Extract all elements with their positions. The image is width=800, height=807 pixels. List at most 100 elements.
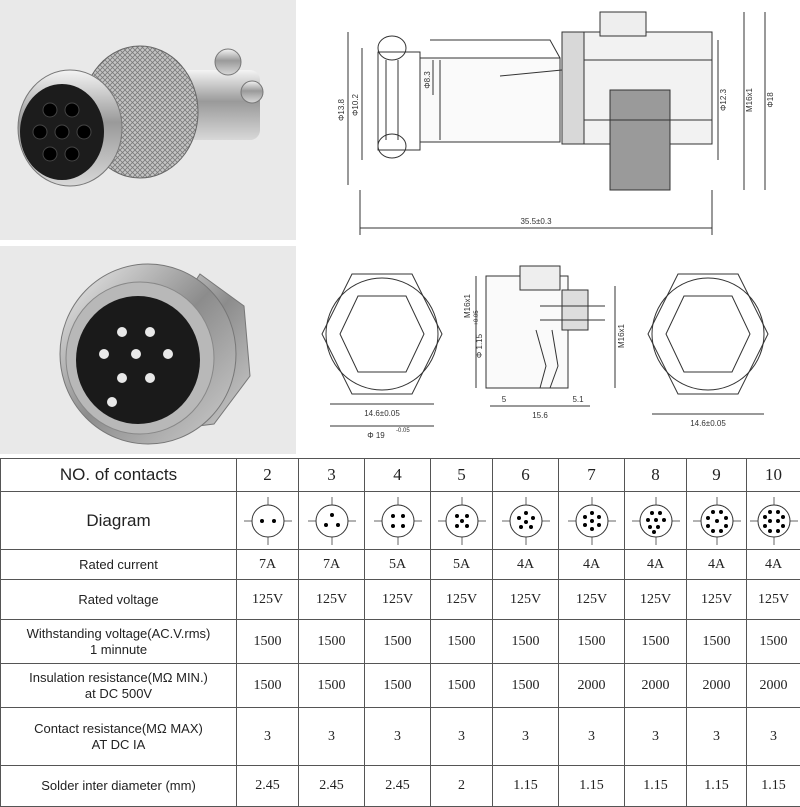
cell: 1500 [431, 620, 493, 664]
socket-drawings-svg: 14.6±0.05 Φ 19 -0.05 M16x1 Φ 1.15 +0.05 … [300, 246, 800, 454]
insulation-resistance-row: Insulation resistance(MΩ MIN.)at DC 500V… [1, 664, 800, 708]
cell: 4A [493, 550, 559, 580]
diagram-8-pin [625, 492, 687, 550]
pin-layout-2 [242, 495, 294, 547]
cell: 3 [559, 708, 625, 766]
row-label: Solder inter diameter (mm) [1, 766, 237, 807]
cell: 3 [493, 708, 559, 766]
hex-left-dim: 14.6±0.05 [364, 409, 400, 418]
cell: 125V [365, 580, 431, 620]
cell: 1500 [431, 664, 493, 708]
dia-1-15-dim: Φ 1.15 [475, 333, 484, 358]
cell: 1500 [625, 620, 687, 664]
cell: 1.15 [559, 766, 625, 807]
diagram-2-pin [237, 492, 299, 550]
cell: 1500 [559, 620, 625, 664]
male-socket-illustration [0, 246, 296, 454]
cell: 5A [365, 550, 431, 580]
cell: 125V [687, 580, 747, 620]
dia-left-tol: -0.05 [396, 428, 410, 434]
cell: 125V [559, 580, 625, 620]
contacts-9: 9 [687, 459, 747, 492]
row-label-line: Rated voltage [3, 592, 234, 608]
cell: 125V [747, 580, 800, 620]
contacts-8: 8 [625, 459, 687, 492]
cell: 125V [237, 580, 299, 620]
diagram-4-pin [365, 492, 431, 550]
spec-table: NO. of contacts 2 3 4 5 6 7 8 9 10 Diagr… [0, 458, 800, 807]
cell: 2000 [687, 664, 747, 708]
cell: 7A [299, 550, 365, 580]
cell: 1500 [237, 664, 299, 708]
diagram-7-pin [559, 492, 625, 550]
pin-layout-10 [750, 495, 798, 547]
diagram-row: Diagram [1, 492, 800, 550]
pin-layout-6 [500, 495, 552, 547]
contacts-6: 6 [493, 459, 559, 492]
row-label-line: Rated current [3, 557, 234, 573]
row-label: Insulation resistance(MΩ MIN.)at DC 500V [1, 664, 237, 708]
row-label-line: Insulation resistance(MΩ MIN.) [3, 670, 234, 686]
cell: 1500 [299, 620, 365, 664]
socket-drawings: 14.6±0.05 Φ 19 -0.05 M16x1 Φ 1.15 +0.05 … [300, 246, 800, 454]
cell: 125V [431, 580, 493, 620]
contacts-header: NO. of contacts [1, 459, 237, 492]
male-socket-photo [0, 246, 296, 454]
contacts-row: NO. of contacts 2 3 4 5 6 7 8 9 10 [1, 459, 800, 492]
dim-m16: M16x1 [745, 87, 754, 112]
hex-right-dim: 14.6±0.05 [690, 419, 726, 428]
row-label-line: Withstanding voltage(AC.V.rms) [3, 626, 234, 642]
cell: 3 [687, 708, 747, 766]
pin-insert [76, 296, 200, 424]
female-plug-illustration [0, 0, 296, 240]
contacts-7: 7 [559, 459, 625, 492]
cell: 2000 [559, 664, 625, 708]
cell: 4A [625, 550, 687, 580]
female-plug-photo [0, 0, 296, 240]
row-label: Rated current [1, 550, 237, 580]
contacts-10: 10 [747, 459, 800, 492]
dim-13-8: Φ13.8 [337, 98, 346, 121]
cell: 1.15 [687, 766, 747, 807]
cell: 1500 [299, 664, 365, 708]
pin-layout-5 [436, 495, 488, 547]
diagram-10-pin [747, 492, 800, 550]
contacts-3: 3 [299, 459, 365, 492]
cell: 3 [299, 708, 365, 766]
pin-layout-9 [691, 495, 743, 547]
cell: 125V [493, 580, 559, 620]
dim-15-6: 15.6 [532, 411, 548, 420]
rated-current-row: Rated current 7A 7A 5A 5A 4A 4A 4A 4A 4A [1, 550, 800, 580]
row-label-line: AT DC IA [3, 737, 234, 753]
plug-side-svg: Φ13.8 Φ10.2 Φ8.3 Φ12.3 M16x1 Φ18 35.5±0.… [300, 0, 800, 240]
cell: 1500 [365, 664, 431, 708]
clamp-screw-top [215, 49, 241, 75]
cell: 3 [625, 708, 687, 766]
pin-layout-4 [372, 495, 424, 547]
cell: 1500 [493, 664, 559, 708]
row-label-line: at DC 500V [3, 686, 234, 702]
dim-5: 5 [502, 395, 507, 404]
cell: 1500 [237, 620, 299, 664]
cell: 125V [299, 580, 365, 620]
cell: 4A [559, 550, 625, 580]
cell: 1500 [365, 620, 431, 664]
cell: 4A [687, 550, 747, 580]
m16-left-dim: M16x1 [463, 293, 472, 318]
cell: 1500 [493, 620, 559, 664]
pin-layout-7 [566, 495, 618, 547]
dim-12-3: Φ12.3 [719, 88, 728, 111]
cell: 2.45 [299, 766, 365, 807]
pin-layout-8 [630, 495, 682, 547]
diagram-label: Diagram [1, 492, 237, 550]
contacts-2: 2 [237, 459, 299, 492]
cell: 1.15 [625, 766, 687, 807]
rated-voltage-row: Rated voltage 125V 125V 125V 125V 125V 1… [1, 580, 800, 620]
dim-10-2: Φ10.2 [351, 93, 360, 116]
cell: 3 [365, 708, 431, 766]
dim-8-3: Φ8.3 [423, 71, 432, 89]
contacts-5: 5 [431, 459, 493, 492]
clamp-screw-side [241, 81, 263, 103]
diagram-3-pin [299, 492, 365, 550]
row-label-line: Solder inter diameter (mm) [3, 778, 234, 794]
